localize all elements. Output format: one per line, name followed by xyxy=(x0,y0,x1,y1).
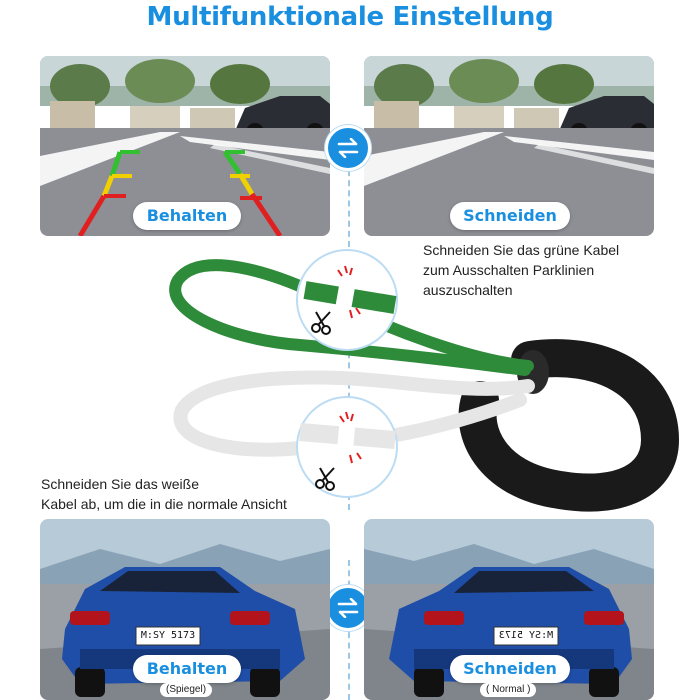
cut-label-top: Schneiden xyxy=(450,202,570,230)
normal-caption: ( Normal ) xyxy=(480,683,537,697)
keep-label-top: Behalten xyxy=(133,202,241,230)
license-plate: M:SY 5173 xyxy=(498,630,554,641)
photo-parking-no-guides xyxy=(364,56,654,236)
instruction-white-cable: Schneiden Sie das weiße Kabel ab, um die… xyxy=(41,476,287,512)
mirror-caption: (Spiegel) xyxy=(160,683,213,697)
license-plate: M:SY 5173 xyxy=(140,630,196,641)
cut-label-bottom: Schneiden xyxy=(450,655,570,683)
scissors-icon xyxy=(311,311,331,335)
instruction-green-cable: Schneiden Sie das grüne Kabel zum Aussch… xyxy=(423,242,620,298)
photo-parking-with-guides xyxy=(40,56,330,236)
swap-arrows-icon xyxy=(325,125,371,171)
page-title: Multifunktionale Einstellung xyxy=(146,2,554,32)
keep-label-bottom: Behalten xyxy=(133,655,241,683)
scissors-icon xyxy=(315,467,335,491)
